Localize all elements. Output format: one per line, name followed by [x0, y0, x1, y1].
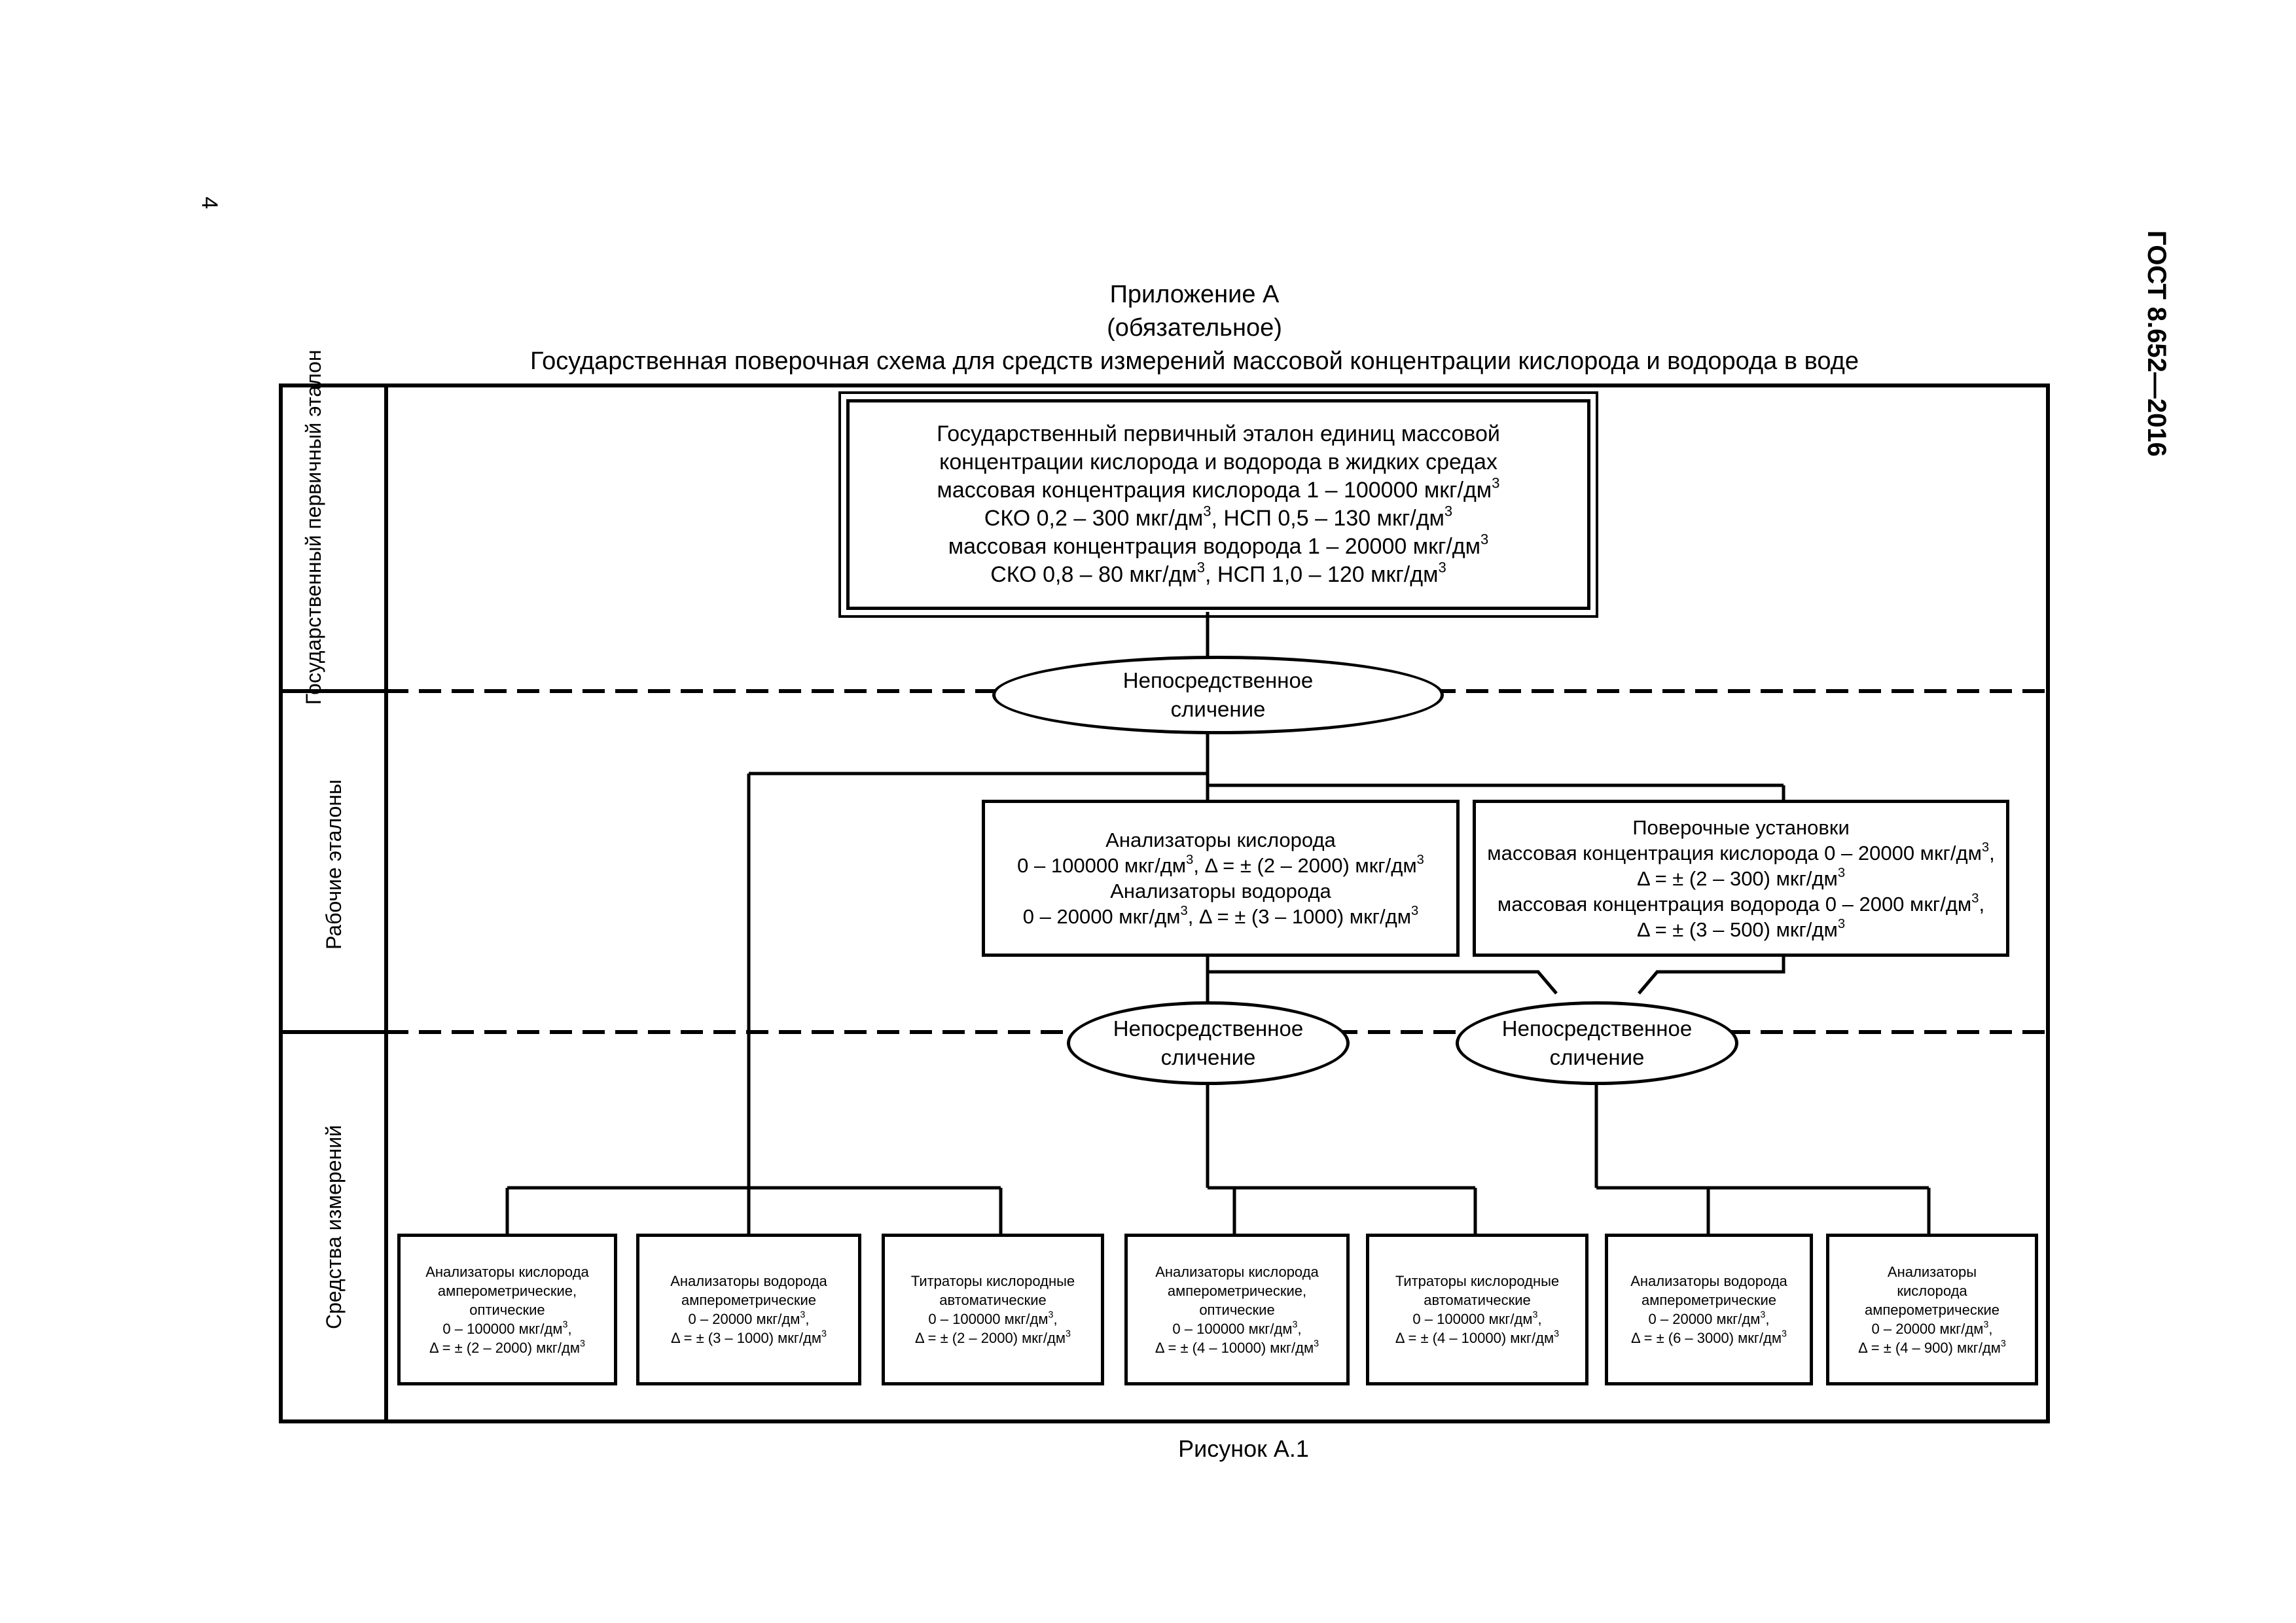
- diagram-title: Государственная поверочная схема для сре…: [530, 348, 1859, 375]
- comparison-ellipse-top: Непосредственное сличение: [992, 656, 1444, 734]
- primary-line-3: массовая концентрация кислорода 1 – 1000…: [937, 478, 1492, 503]
- primary-line-2: концентрации кислорода и водорода в жидк…: [939, 450, 1498, 474]
- comparison-ellipse-left: Непосредственное сличение: [1067, 1001, 1350, 1085]
- primary-line-1: Государственный первичный эталон единиц …: [937, 421, 1500, 446]
- instrument-box: Титраторы кислородные автоматические 0 –…: [882, 1234, 1104, 1385]
- row-label-instruments: Средства измерений: [322, 1125, 346, 1330]
- instrument-box: Анализаторы кислорода амперометрические …: [1826, 1234, 2038, 1385]
- primary-line-5: массовая концентрация водорода 1 – 20000…: [948, 534, 1481, 559]
- primary-line-6b: , НСП 1,0 – 120 мкг/дм: [1205, 562, 1439, 587]
- appendix-heading: Приложение А: [1109, 281, 1280, 308]
- primary-standard-box: Государственный первичный эталон единиц …: [838, 391, 1598, 618]
- instrument-box: Анализаторы водорода амперометрические 0…: [636, 1234, 861, 1385]
- instrument-box: Анализаторы кислорода амперометрические,…: [1124, 1234, 1350, 1385]
- figure-caption: Рисунок А.1: [1178, 1435, 1309, 1462]
- working-installations-box: Поверочные установки массовая концентрац…: [1473, 800, 2009, 957]
- comparison-ellipse-right: Непосредственное сличение: [1456, 1001, 1738, 1085]
- appendix-status: (обязательное): [1107, 314, 1282, 342]
- instrument-box: Анализаторы кислорода амперометрические,…: [397, 1234, 617, 1385]
- primary-line-4a: СКО 0,2 – 300 мкг/дм: [984, 506, 1204, 531]
- row-label-primary: Государственный первичный эталон: [302, 349, 325, 705]
- primary-line-4b: , НСП 0,5 – 130 мкг/дм: [1211, 506, 1444, 531]
- primary-line-6a: СКО 0,8 – 80 мкг/дм: [990, 562, 1197, 587]
- working-analyzers-box: Анализаторы кислорода 0 – 100000 мкг/дм3…: [982, 800, 1460, 957]
- row-label-working: Рабочие эталоны: [322, 779, 346, 950]
- instrument-box: Анализаторы водорода амперометрические 0…: [1605, 1234, 1813, 1385]
- instrument-box: Титраторы кислородные автоматические 0 –…: [1366, 1234, 1588, 1385]
